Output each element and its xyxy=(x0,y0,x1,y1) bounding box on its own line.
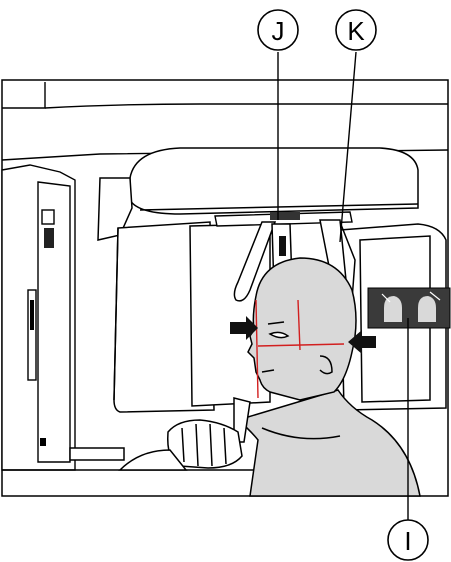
head-tilt-right-icon xyxy=(418,296,436,322)
callout-k-label: K xyxy=(347,16,365,46)
callout-i: I xyxy=(388,520,428,560)
head-tilt-left-icon xyxy=(384,296,402,322)
control-panel xyxy=(368,288,450,328)
callout-j-label: J xyxy=(272,16,285,46)
callout-j: J xyxy=(258,10,298,50)
callout-k: K xyxy=(336,10,376,50)
callout-i-label: I xyxy=(404,526,411,556)
